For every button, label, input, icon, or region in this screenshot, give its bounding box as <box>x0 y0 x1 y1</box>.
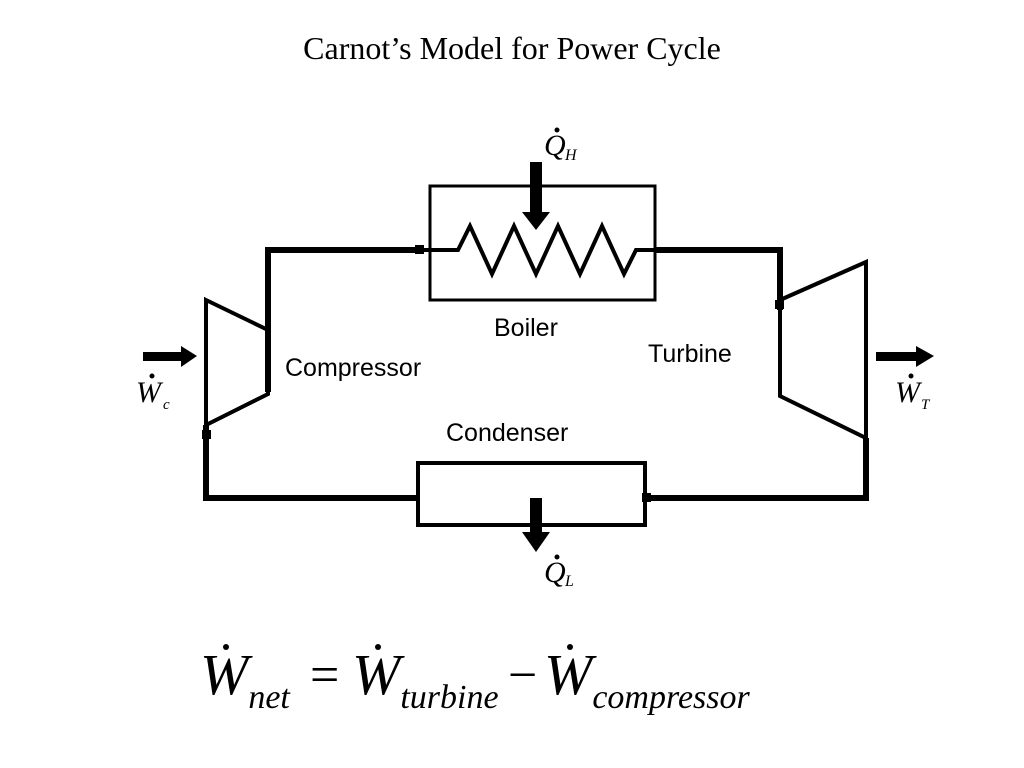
heat-in-arrow-icon <box>522 162 550 230</box>
svg-text:L: L <box>564 573 574 590</box>
equation-term-turbine: Wturbine <box>352 642 499 715</box>
equation-compressor-subscript: compressor <box>592 679 750 716</box>
heat-out-arrow-icon <box>522 498 550 552</box>
heat-out-symbol: Q L <box>544 554 574 590</box>
boiler-coil <box>420 221 655 279</box>
net-work-equation: Wnet = Wturbine − Wcompressor <box>200 640 800 720</box>
work-out-arrow-icon <box>876 346 934 367</box>
equation-lhs: Wnet <box>200 642 290 715</box>
work-in-arrow-icon <box>143 346 197 367</box>
condenser-label: Condenser <box>446 419 568 447</box>
work-turbine-symbol: W T <box>895 373 931 413</box>
junction-dot <box>775 300 784 309</box>
svg-text:T: T <box>921 397 931 413</box>
junction-dot <box>642 493 651 502</box>
equation-equals: = <box>310 647 340 704</box>
equation-lhs-subscript: net <box>248 679 290 716</box>
svg-text:c: c <box>163 397 170 413</box>
equation-compressor-symbol: W <box>544 642 593 707</box>
svg-text:W: W <box>136 376 164 409</box>
boiler-label: Boiler <box>494 314 558 342</box>
equation-lhs-symbol: W <box>200 642 249 707</box>
turbine-label: Turbine <box>648 340 732 368</box>
svg-text:H: H <box>564 147 578 164</box>
slide-title: Carnot’s Model for Power Cycle <box>303 30 721 66</box>
pipe-condenser-to-compressor <box>203 425 418 501</box>
svg-text:Q: Q <box>544 556 566 589</box>
svg-text:W: W <box>895 376 923 409</box>
pipe-boiler-to-turbine <box>655 247 783 310</box>
work-compressor-symbol: W c <box>136 373 170 413</box>
compressor-label: Compressor <box>285 354 421 382</box>
junction-dot <box>202 430 211 439</box>
svg-text:Q: Q <box>544 129 566 162</box>
turbine-shape <box>778 258 868 442</box>
equation-term-compressor: Wcompressor <box>544 642 750 715</box>
equation-turbine-subscript: turbine <box>400 679 499 716</box>
junction-dot <box>415 245 424 254</box>
compressor-shape <box>204 296 270 429</box>
equation-turbine-symbol: W <box>352 642 401 707</box>
pipe-turbine-to-condenser <box>645 438 869 501</box>
boiler-box <box>428 184 657 302</box>
equation-minus: − <box>508 647 538 704</box>
heat-in-symbol: Q H <box>544 127 578 164</box>
